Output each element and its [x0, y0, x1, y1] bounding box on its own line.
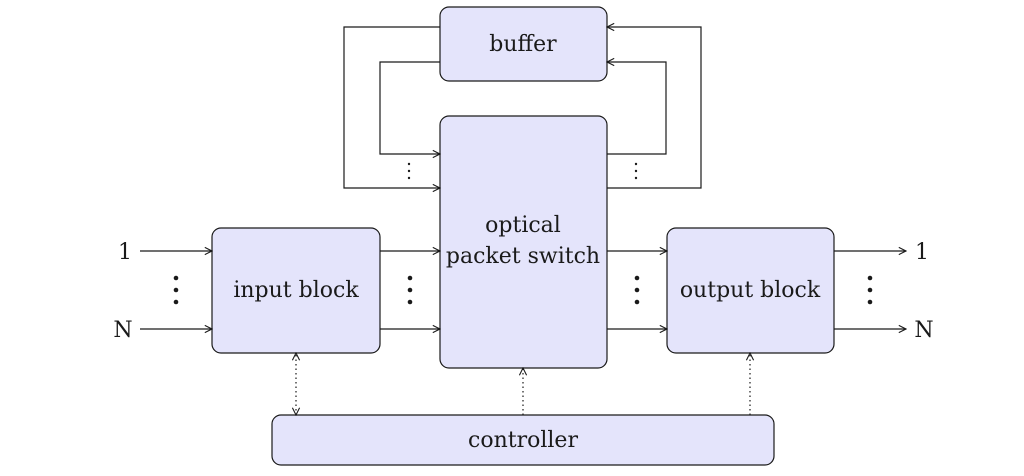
- controller-label: controller: [468, 428, 578, 453]
- buffer-to-switch-inner-loop: [379, 61, 440, 154]
- input-port-last-label: N: [113, 318, 132, 343]
- buffer-to-switch-outer-loop: [343, 26, 440, 188]
- buffer-block: [439, 6, 608, 82]
- switch-label-line2: packet switch: [446, 244, 600, 269]
- buffer-label: buffer: [489, 32, 557, 57]
- input-port-first-label: 1: [118, 240, 132, 265]
- switch-to-buffer-inner-loop: [607, 62, 667, 155]
- input-to-switch-ellipsis: [407, 275, 413, 305]
- switch-label-line1: optical: [485, 213, 561, 238]
- output-ports-ellipsis: [867, 275, 873, 305]
- switch-to-output-ellipsis: [634, 275, 640, 305]
- output-port-first-label: 1: [915, 240, 929, 265]
- input-ports-ellipsis: [173, 275, 179, 305]
- output-port-last-label: N: [914, 318, 933, 343]
- output-block-label: output block: [680, 278, 821, 303]
- switch-to-buffer-outer-loop: [607, 27, 702, 189]
- input-block-label: input block: [233, 278, 359, 303]
- optical-packet-switch-block: [439, 115, 608, 369]
- buffer-out-ellipsis: [634, 162, 638, 180]
- buffer-in-ellipsis: [407, 162, 411, 180]
